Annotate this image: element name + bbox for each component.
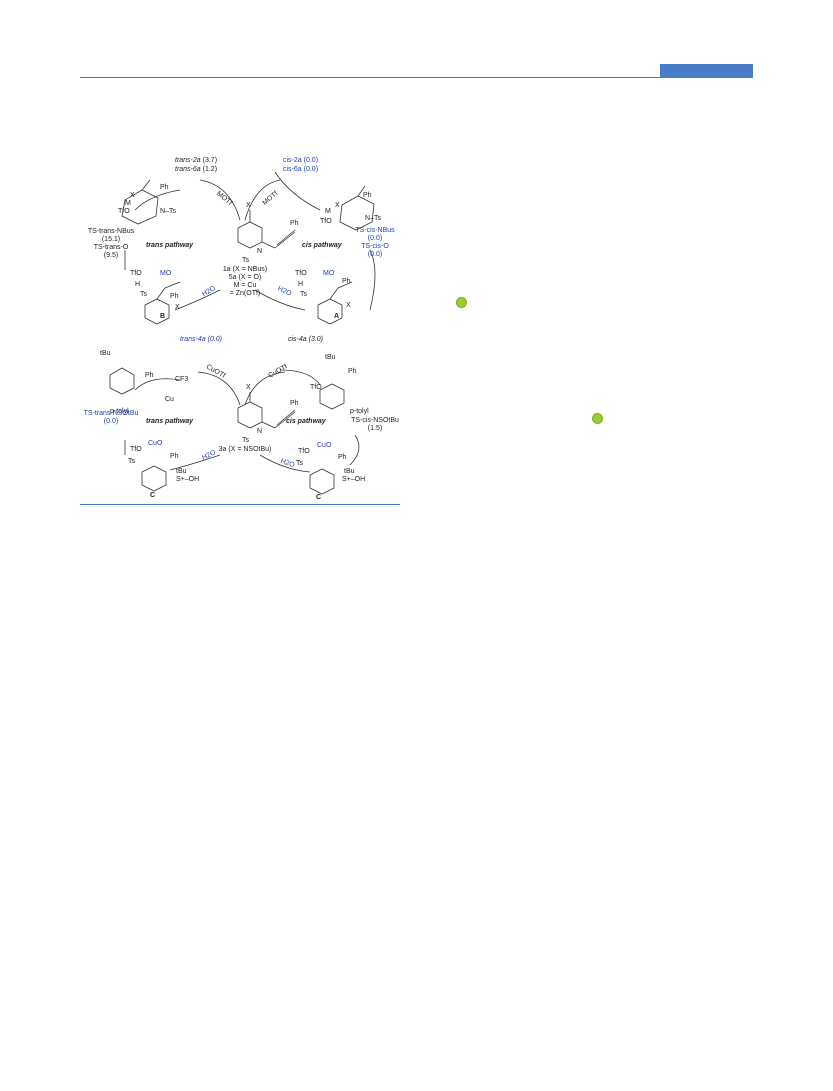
center-compound-bottom: 3a (X = NSOtBu) bbox=[218, 446, 272, 453]
struct-ph-bl: Ph bbox=[145, 372, 154, 379]
struct-c-left-tbu: tBu bbox=[176, 468, 187, 475]
struct-b-ts: Ts bbox=[140, 291, 147, 298]
struct-a-tfo: TfO bbox=[295, 270, 307, 277]
struct-a-ph: Ph bbox=[342, 278, 351, 285]
struct-tfo-br: TfO bbox=[310, 384, 322, 391]
center-ph-top: Ph bbox=[290, 220, 299, 227]
struct-m-left: M bbox=[125, 200, 131, 207]
center-x-bottom: X bbox=[246, 384, 251, 391]
trans-6a-label: trans-6a (1.2) bbox=[175, 166, 218, 173]
scheme-bottom-rule bbox=[80, 504, 400, 505]
header-rule bbox=[80, 77, 753, 78]
struct-a-mo: MO bbox=[323, 270, 335, 277]
center-ts-bottom: Ts bbox=[242, 437, 249, 444]
center-n-top: N bbox=[257, 248, 263, 255]
struct-ph-right: Ph bbox=[363, 192, 372, 199]
struct-a-ts: Ts bbox=[300, 291, 307, 298]
arrow-trans-products bbox=[134, 189, 181, 211]
struct-c-left-cuo: CuO bbox=[148, 440, 163, 447]
struct-a-h: H bbox=[298, 281, 304, 288]
struct-c-left-ph: Ph bbox=[170, 453, 179, 460]
struct-c-left-soh: S+–OH bbox=[176, 476, 200, 483]
trans-pathway-top: trans pathway bbox=[146, 242, 194, 249]
label-b: B bbox=[160, 313, 166, 320]
annotation-marker[interactable] bbox=[456, 297, 467, 308]
cis-pathway-top: cis pathway bbox=[302, 242, 342, 249]
ts-cis-nso: TS-cis-NSOtBu(1.5) bbox=[351, 417, 399, 432]
struct-b-tfo: TfO bbox=[130, 270, 142, 277]
struct-cu-left: Cu bbox=[165, 396, 174, 403]
center-ts-top: Ts bbox=[242, 257, 249, 264]
struct-nts-left: N–Ts bbox=[160, 208, 176, 215]
struct-c-left-ts: Ts bbox=[128, 458, 135, 465]
arrow-cis-products bbox=[274, 171, 321, 211]
ts-trans-nbus: TS-trans-NBus(15.1)TS-trans-O(9.5) bbox=[87, 228, 135, 259]
trans-pathway-bottom: trans pathway bbox=[146, 418, 194, 425]
label-c-right: C bbox=[316, 494, 322, 501]
label-c-left: C bbox=[150, 492, 156, 499]
cis-pathway-bottom: cis pathway bbox=[286, 418, 326, 425]
struct-x-right: X bbox=[335, 202, 340, 209]
struct-x-left: X bbox=[130, 192, 135, 199]
ts-trans-nso: TS-trans-NSOtBu(0.0) bbox=[83, 410, 139, 425]
cis-2a-label: cis-2a (0.0) bbox=[283, 157, 319, 164]
struct-c-right-soh: S+–OH bbox=[342, 476, 366, 483]
struct-tfo-right: TfO bbox=[320, 218, 332, 225]
struct-tbu-left: tBu bbox=[100, 350, 111, 357]
center-x-top: X bbox=[246, 202, 251, 209]
reaction-scheme: trans-2a (3.7) trans-6a (1.2) cis-2a (0.… bbox=[80, 150, 405, 506]
trans-2a-label: trans-2a (3.7) bbox=[175, 157, 218, 164]
struct-c-right-ts: Ts bbox=[296, 460, 303, 467]
struct-c-right-tbu: tBu bbox=[344, 468, 355, 475]
struct-c-left-tfo: TfO bbox=[130, 446, 142, 453]
struct-ptolyl-left: p-tolyl bbox=[110, 408, 129, 415]
struct-tfo-left: TfO bbox=[118, 208, 130, 215]
struct-tbu-right: tBu bbox=[325, 354, 336, 361]
arrow-top-right bbox=[244, 179, 281, 221]
center-compound-top: 1a (X = NBus)5a (X = O)M = Cu= Zn(OTf) bbox=[222, 266, 268, 297]
annotation-marker[interactable] bbox=[592, 413, 603, 424]
ts-cis-nbus: TS-cis-NBus(0.0)TS-cis-O(0.0) bbox=[355, 227, 395, 258]
cis-6a-label: cis-6a (0.0) bbox=[283, 166, 319, 173]
struct-ptolyl-right: p-tolyl bbox=[350, 408, 369, 415]
struct-c-right-cuo: CuO bbox=[317, 442, 332, 449]
struct-a-x: X bbox=[346, 302, 351, 309]
struct-m-right: M bbox=[325, 208, 331, 215]
arrow-h2o-right bbox=[254, 289, 306, 311]
arrow-h2o-left bbox=[174, 289, 221, 311]
label-a: A bbox=[334, 313, 340, 320]
cis-4a-label: cis-4a (3.0) bbox=[288, 336, 324, 343]
struct-c-right-ph: Ph bbox=[338, 454, 347, 461]
struct-ph-br: Ph bbox=[348, 368, 357, 375]
struct-b-h: H bbox=[135, 281, 141, 288]
struct-cf3: CF3 bbox=[175, 376, 189, 383]
center-n-bottom: N bbox=[257, 428, 263, 435]
struct-b-x: X bbox=[175, 304, 180, 311]
struct-ph-left: Ph bbox=[160, 184, 169, 191]
struct-b-mo: MO bbox=[160, 270, 172, 277]
header-tab bbox=[660, 64, 753, 77]
scheme-drawing bbox=[109, 171, 376, 495]
trans-4a-label: trans-4a (0.0) bbox=[180, 336, 223, 343]
center-ph-bottom: Ph bbox=[290, 400, 299, 407]
struct-nts-right: N–Ts bbox=[365, 215, 381, 222]
struct-c-right-tfo: TfO bbox=[298, 448, 310, 455]
arrow-top-left bbox=[199, 179, 241, 221]
struct-b-ph: Ph bbox=[170, 293, 179, 300]
